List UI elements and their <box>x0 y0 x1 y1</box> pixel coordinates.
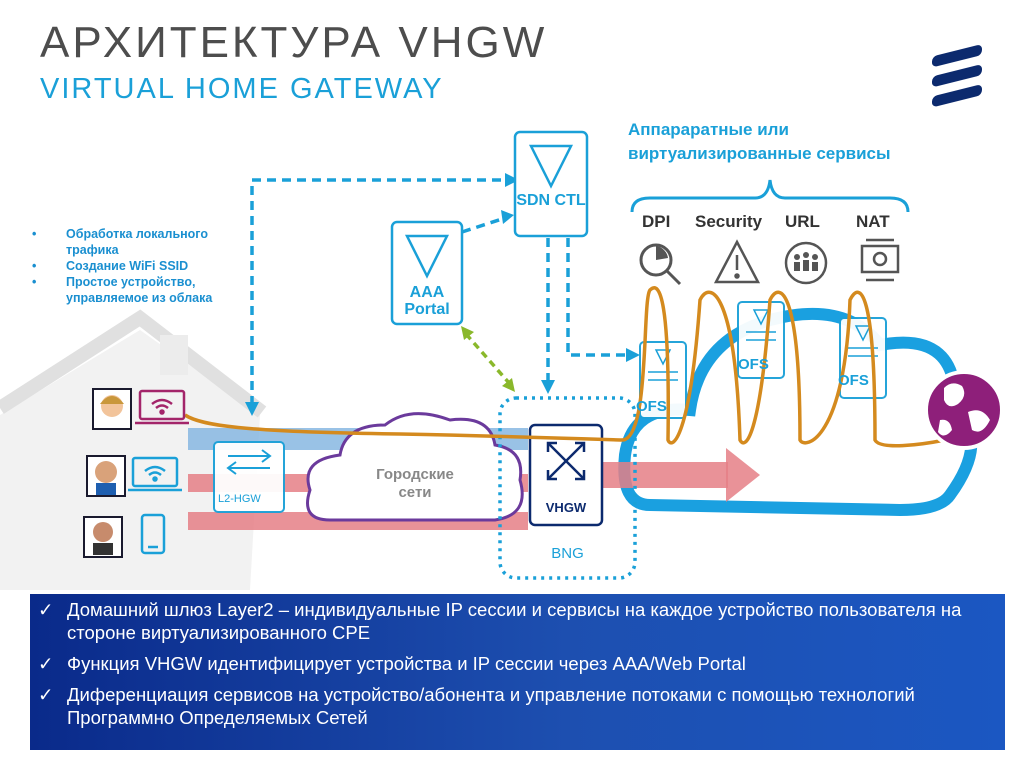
bng-label: BNG <box>551 545 584 562</box>
page-title: АРХИТЕКТУРА VHGW <box>40 18 548 67</box>
sdn-ctl-label: SDN CTL <box>516 192 586 209</box>
pipe-red <box>600 462 728 488</box>
service-security: Security <box>695 212 763 231</box>
magnifier-chart-icon <box>639 243 682 286</box>
aaa-portal-box <box>390 220 464 326</box>
services-heading: Аппараратные или виртуализированные серв… <box>628 120 891 163</box>
summary-bullets: ✓Домашний шлюз Layer2 – индивидуальные I… <box>34 598 1002 737</box>
page-subtitle: VIRTUAL HOME GATEWAY <box>40 73 444 105</box>
bng-container <box>498 396 637 580</box>
aaa-portal-label: AAA Portal <box>404 284 450 318</box>
pipe-arrow <box>726 448 760 502</box>
connector-hgw-sdn <box>250 178 505 405</box>
gear-icon <box>860 238 900 282</box>
warning-icon <box>713 239 761 284</box>
triangle-icon <box>528 144 574 189</box>
ericsson-logo-icon <box>932 45 982 107</box>
service-dpi: DPI <box>642 212 671 231</box>
wifi-laptop-icon <box>128 456 182 492</box>
feature-item: Создание WiFi SSID <box>30 258 260 274</box>
ofs-label: OFS <box>838 372 869 389</box>
arrows-icon <box>226 449 272 475</box>
check-icon: ✓ <box>38 684 54 705</box>
l2-hgw-label: L2-HGW <box>218 493 261 505</box>
connector-aaa-sdn <box>461 216 506 234</box>
summary-item: ✓Домашний шлюз Layer2 – индивидуальные I… <box>38 599 962 643</box>
service-url: URL <box>785 212 820 231</box>
vhgw-label: VHGW <box>545 500 587 515</box>
traffic-flow-line <box>184 286 946 448</box>
summary-item: ✓Диференциация сервисов на устройство/аб… <box>38 684 915 728</box>
phone-icon <box>140 513 166 555</box>
ofs-label: OFS <box>738 356 769 373</box>
triangle-icon <box>404 234 450 279</box>
check-icon: ✓ <box>38 653 54 674</box>
city-networks-label: Городские сети <box>376 466 454 501</box>
connector-aaa-vhgw <box>464 332 512 386</box>
people-group-icon <box>784 241 828 285</box>
feature-item: Обработка локального трафика <box>30 226 260 258</box>
summary-item: ✓Функция VHGW идентифицирует устройства … <box>38 653 746 674</box>
globe-icon <box>924 370 1004 450</box>
architecture-diagram <box>0 130 1004 590</box>
feature-item: Простое устройство, управляемое из облак… <box>30 274 260 306</box>
connector-sdn-ofs <box>566 238 628 357</box>
services-brace <box>630 179 910 213</box>
ofs-box-2 <box>737 301 785 379</box>
feature-list: Обработка локального трафика Создание Wi… <box>30 226 260 306</box>
ofs-label: OFS <box>636 398 667 415</box>
service-nat: NAT <box>856 212 890 231</box>
summary-panel <box>30 594 1005 750</box>
check-icon: ✓ <box>38 599 54 620</box>
cross-arrows-icon <box>546 441 586 481</box>
city-cloud <box>306 412 524 522</box>
wifi-laptop-icon <box>135 389 189 425</box>
